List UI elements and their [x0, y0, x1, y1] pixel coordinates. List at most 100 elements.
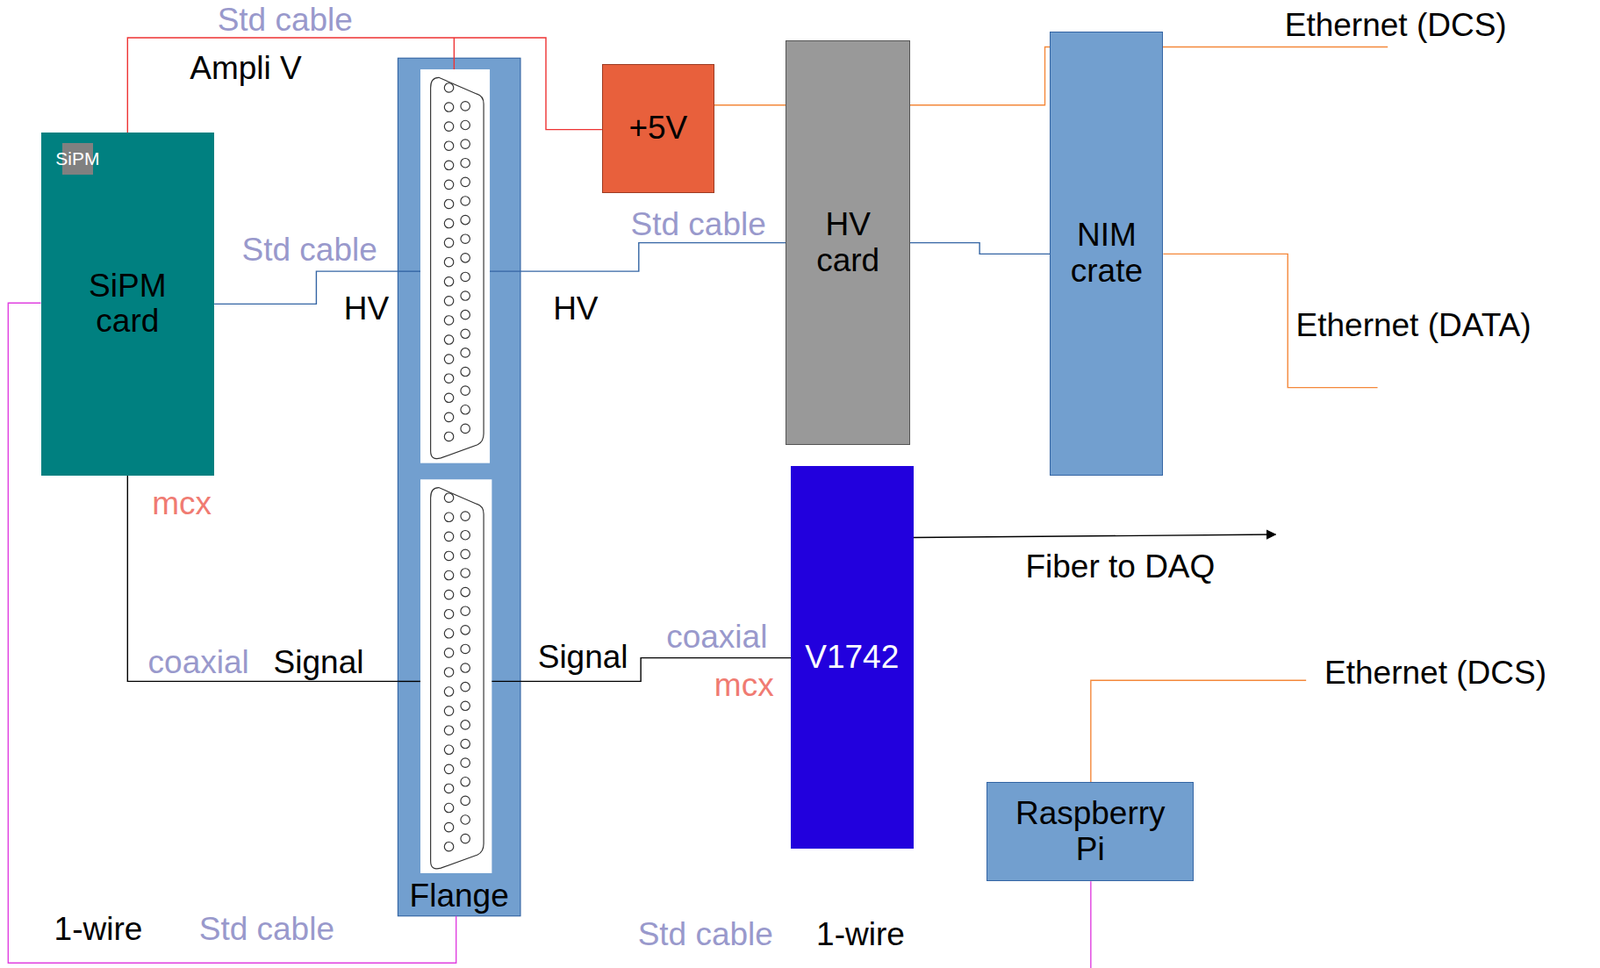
pin-hole — [444, 493, 453, 503]
pin-hole — [460, 720, 470, 730]
signal-cable — [127, 475, 398, 682]
pin-hole — [444, 648, 453, 658]
signal-name: Signal — [538, 638, 629, 675]
hv-wire — [397, 270, 421, 272]
node-label: SiPM card — [58, 268, 198, 340]
signal-name: 1-wire — [816, 916, 905, 953]
pin-hole — [444, 83, 453, 93]
pin-hole — [460, 815, 470, 825]
pin-hole — [460, 549, 470, 559]
pin-hole — [444, 121, 453, 131]
pin-hole — [460, 796, 470, 805]
pin-hole — [444, 179, 453, 189]
hv-link — [910, 243, 1050, 255]
network-label: Ethernet (DCS) — [1284, 7, 1507, 44]
pin-hole — [460, 663, 470, 673]
pin-hole — [460, 158, 470, 168]
pin-hole — [460, 739, 470, 748]
node-label: Flange — [409, 878, 510, 915]
node-label: NIM crate — [1057, 217, 1156, 289]
pin-hole — [444, 431, 453, 441]
dsub-shell — [430, 77, 484, 459]
pin-hole — [460, 272, 470, 281]
pin-hole — [460, 291, 470, 301]
pin-hole — [460, 833, 470, 843]
digitizer: V1742 — [790, 466, 914, 849]
signal-wire — [397, 681, 421, 682]
fiber-arrow — [913, 534, 1277, 538]
sipm-chip: SiPM — [62, 143, 94, 175]
pin-hole — [444, 296, 453, 306]
cable-label: Std cable — [199, 911, 335, 948]
cable-label: Std cable — [242, 231, 378, 268]
pin-hole — [460, 587, 470, 596]
pin-hole — [444, 354, 453, 364]
connector-label: mcx — [151, 486, 212, 523]
signal-name: Ampli V — [189, 50, 302, 87]
node-label: V1742 — [804, 639, 899, 676]
flange-body — [397, 57, 521, 916]
signal-name: 1-wire — [54, 911, 144, 948]
pin-hole — [460, 681, 470, 691]
network-label: Ethernet (DATA) — [1296, 307, 1532, 344]
network-label: Ethernet (DCS) — [1324, 655, 1547, 692]
pin-hole — [460, 253, 470, 263]
pin-hole — [460, 386, 470, 395]
pin-hole — [460, 625, 470, 635]
sipm-card: SiPM card SiPM — [41, 132, 216, 476]
cable-label: coaxial — [148, 645, 250, 682]
pin-hole — [460, 177, 470, 187]
pin-hole — [444, 687, 453, 696]
pin-hole — [444, 257, 453, 266]
pin-hole — [460, 101, 470, 111]
pin-hole — [444, 199, 453, 209]
pin-hole — [460, 758, 470, 768]
ampli-cable — [127, 37, 603, 133]
pin-hole — [460, 234, 470, 244]
pin-hole — [444, 725, 453, 735]
flange: Flange — [397, 57, 521, 916]
connector-label: mcx — [714, 667, 775, 704]
dsub-window — [420, 479, 492, 874]
pin-hole — [460, 606, 470, 616]
dsub-window — [420, 69, 490, 464]
pin-hole — [444, 160, 453, 170]
pin-hole — [460, 405, 470, 415]
raspberry-pi: Raspberry Pi — [986, 782, 1194, 882]
pin-hole — [444, 335, 453, 345]
pin-hole — [444, 277, 453, 287]
cable-label: Std cable — [217, 2, 353, 39]
pin-hole — [460, 309, 470, 319]
signal-wire — [491, 681, 521, 682]
node-label: HV card — [795, 207, 901, 279]
pin-hole — [460, 215, 470, 224]
pin-hole — [460, 329, 470, 338]
pin-hole — [444, 609, 453, 618]
one-wire — [1090, 881, 1091, 968]
pin-hole — [460, 701, 470, 711]
hv-wire — [489, 270, 521, 272]
hv-cable — [520, 243, 786, 273]
cable-label: Std cable — [631, 206, 767, 243]
pin-hole — [444, 551, 453, 560]
node-label: Raspberry Pi — [1004, 796, 1176, 868]
pin-hole — [460, 777, 470, 787]
pin-hole — [444, 706, 453, 716]
nim-crate: NIM crate — [1049, 31, 1163, 476]
pin-hole — [444, 822, 453, 832]
pin-hole — [460, 348, 470, 358]
power-supply: +5V — [602, 64, 715, 193]
dsub-shell — [430, 487, 484, 869]
node-label: +5V — [628, 110, 688, 147]
cable-label: coaxial — [666, 619, 768, 656]
ethernet-wire — [1090, 680, 1306, 783]
pin-hole — [444, 412, 453, 422]
signal-name: HV — [552, 291, 598, 328]
pin-hole — [444, 373, 453, 383]
pin-hole — [444, 803, 453, 812]
signal-name: HV — [344, 291, 389, 328]
node-label: SiPM — [55, 148, 100, 169]
pin-hole — [444, 745, 453, 754]
pin-hole — [444, 102, 453, 112]
pin-hole — [444, 393, 453, 402]
